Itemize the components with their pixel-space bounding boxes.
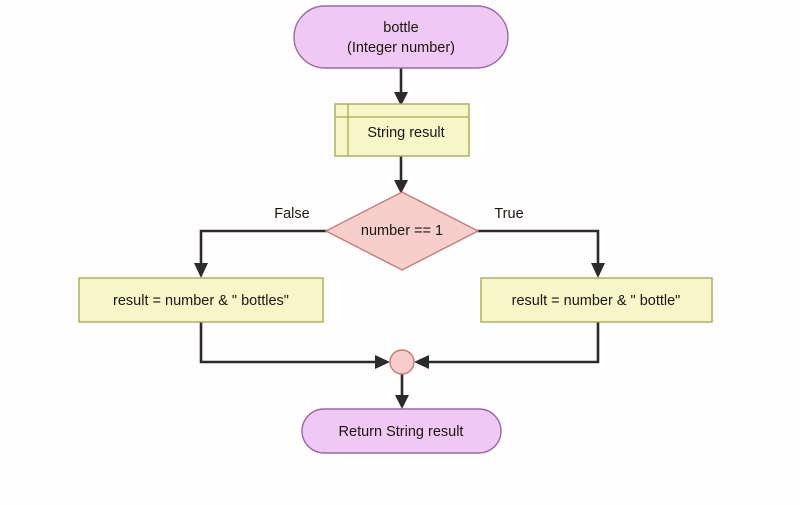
false-branch-label: result = number & " bottles": [113, 293, 289, 309]
merge-point-shape: [389, 349, 415, 375]
arrow-head-icon: [375, 355, 390, 369]
start-terminator-label-line1: bottle: [383, 20, 418, 36]
decision-diamond-label: number == 1: [361, 223, 443, 239]
edge-merge-to-end: [395, 372, 409, 409]
arrow-head-icon: [194, 263, 208, 278]
arrow-head-icon: [414, 355, 429, 369]
start-terminator-label-line2: (Integer number): [347, 40, 455, 56]
edge-label-true: True: [494, 206, 523, 222]
arrow-head-icon: [394, 92, 408, 106]
declaration-box-label: String result: [367, 125, 444, 141]
edge-label-false: False: [274, 206, 309, 222]
true-branch-label: result = number & " bottle": [512, 293, 681, 309]
node-true-branch-process[interactable]: result = number & " bottle": [480, 277, 713, 323]
edge-decision-to-false-branch: [194, 229, 328, 278]
edge-decision-to-true-branch: [476, 229, 605, 278]
node-decision-diamond[interactable]: number == 1: [324, 191, 480, 271]
connector-layer: [194, 66, 605, 409]
end-terminator-shape: [301, 408, 502, 454]
arrow-head-icon: [394, 180, 408, 194]
node-merge-point[interactable]: [389, 349, 415, 375]
arrow-head-icon: [591, 263, 605, 278]
edge-start-to-declaration: [394, 66, 408, 106]
false-branch-shape: [78, 277, 324, 323]
edge-true-branch-to-merge: [414, 320, 600, 369]
node-false-branch-process[interactable]: result = number & " bottles": [78, 277, 324, 323]
true-branch-shape: [480, 277, 713, 323]
declaration-box-shape: [334, 103, 470, 157]
arrow-head-icon: [395, 395, 409, 409]
decision-diamond-shape: [324, 191, 480, 271]
end-terminator-label: Return String result: [339, 424, 464, 440]
edge-declaration-to-decision: [394, 154, 408, 194]
node-start-terminator[interactable]: bottle (Integer number): [293, 5, 509, 69]
node-end-terminator[interactable]: Return String result: [301, 408, 502, 454]
start-terminator-shape: [293, 5, 509, 69]
edge-false-branch-to-merge: [199, 320, 390, 369]
node-declaration-box[interactable]: String result: [334, 103, 470, 157]
